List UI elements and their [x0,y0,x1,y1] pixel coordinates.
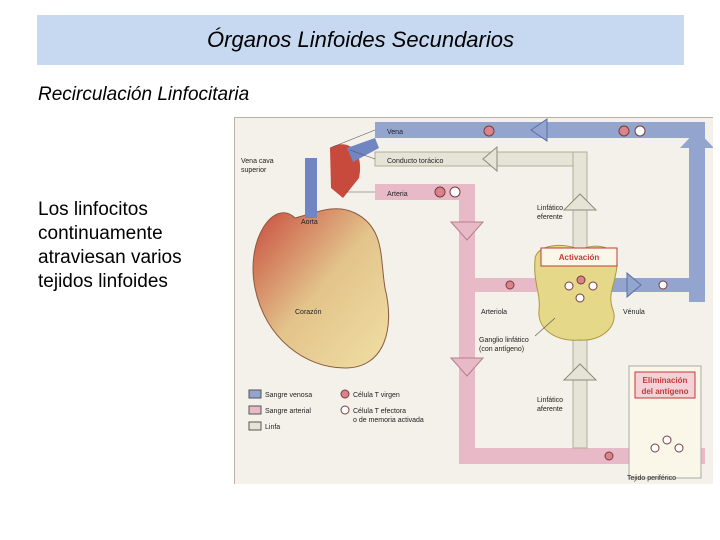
label-vena-cava-2: superior [241,167,267,174]
elimination-label-2: del antígeno [641,387,688,396]
duct-leader [349,149,376,160]
label-aorta: Aorta [301,219,318,226]
vena-leader [329,129,376,149]
artery-arrow-down-2 [449,357,485,377]
arteriole-cell [505,280,515,290]
legend-arterial: Sangre arterial [265,408,311,415]
legend-effector-cell [340,405,350,415]
legend-swatch-venous [248,389,262,399]
afferent-arrow [562,363,598,381]
node-cell-1 [564,281,574,291]
legend: Sangre venosa Sangre arterial Linfa Célu… [248,389,424,431]
vein-cell-2 [618,125,630,137]
ganglio-leader [534,317,556,337]
label-vena-cava-1: Vena cava [241,158,274,165]
venule [599,278,705,292]
title-bar: Órganos Linfoides Secundarios [37,15,684,65]
node-cell-4 [575,293,585,303]
artery-cell-2 [449,186,461,198]
label-ganglio-1: Ganglio linfático [479,337,529,344]
activation-box [540,247,618,267]
legend-effector-1: Célula T efectora [353,408,406,415]
legend-naive-cell [340,389,350,399]
tissue-cell-3 [674,443,684,453]
label-eferente-1: Linfático [537,205,563,212]
label-ganglio-2: (con antígeno) [479,346,524,353]
label-conducto: Conducto torácico [387,158,444,165]
slide-title: Órganos Linfoides Secundarios [207,27,514,52]
label-eferente-2: eferente [537,214,563,221]
legend-swatch-arterial [248,405,262,415]
body-text: Los linfocitos continuamente atraviesan … [38,199,182,292]
node-cell-2 [576,275,586,285]
label-venula: Vénula [623,309,645,316]
legend-naive: Célula T virgen [353,392,400,399]
label-arteriola: Arteriola [481,309,507,316]
vein-pipe-right [689,122,705,302]
legend-lymph: Linfa [265,424,280,431]
label-corazon: Corazón [295,309,322,316]
vena-cava [305,158,317,218]
legend-venous: Sangre venosa [265,392,312,399]
artery-pipe-down [459,184,475,464]
node-cell-3 [588,281,598,291]
elimination-label-1: Eliminación [643,376,688,385]
label-aferente-2: aferente [537,406,563,413]
activation-label: Activación [559,253,600,262]
duct-arrow [482,145,498,173]
efferent-arrow [562,193,598,211]
artery-arrow-down [449,221,485,241]
recirculation-diagram: Activación Eliminación del antígeno [241,118,713,482]
tissue-cell-2 [662,435,672,445]
label-aferente-1: Linfático [537,397,563,404]
legend-effector-2: o de memoria activada [353,417,424,424]
artery-pipe [375,184,475,200]
vein-arrow-1 [530,118,548,142]
vein-cell-3 [634,125,646,137]
afferent-lymph [572,329,588,449]
vessel-top [347,138,379,162]
slide-subtitle: Recirculación Linfocitaria [38,84,250,105]
venule-cell [658,280,668,290]
legend-swatch-lymph [248,421,262,431]
venule-arrow [626,271,642,299]
vein-arrow-up [680,130,713,148]
label-arteria: Arteria [387,191,408,198]
label-vena: Vena [387,129,403,136]
heart [252,208,390,369]
vein-cell-1 [483,125,495,137]
bottom-cell [604,451,614,461]
artery-cell-1 [434,186,446,198]
elimination-box [634,371,696,399]
tissue-cell-1 [650,443,660,453]
recirculation-figure: Activación Eliminación del antígeno [234,117,713,484]
label-tejido: Tejido periférico [627,475,676,482]
